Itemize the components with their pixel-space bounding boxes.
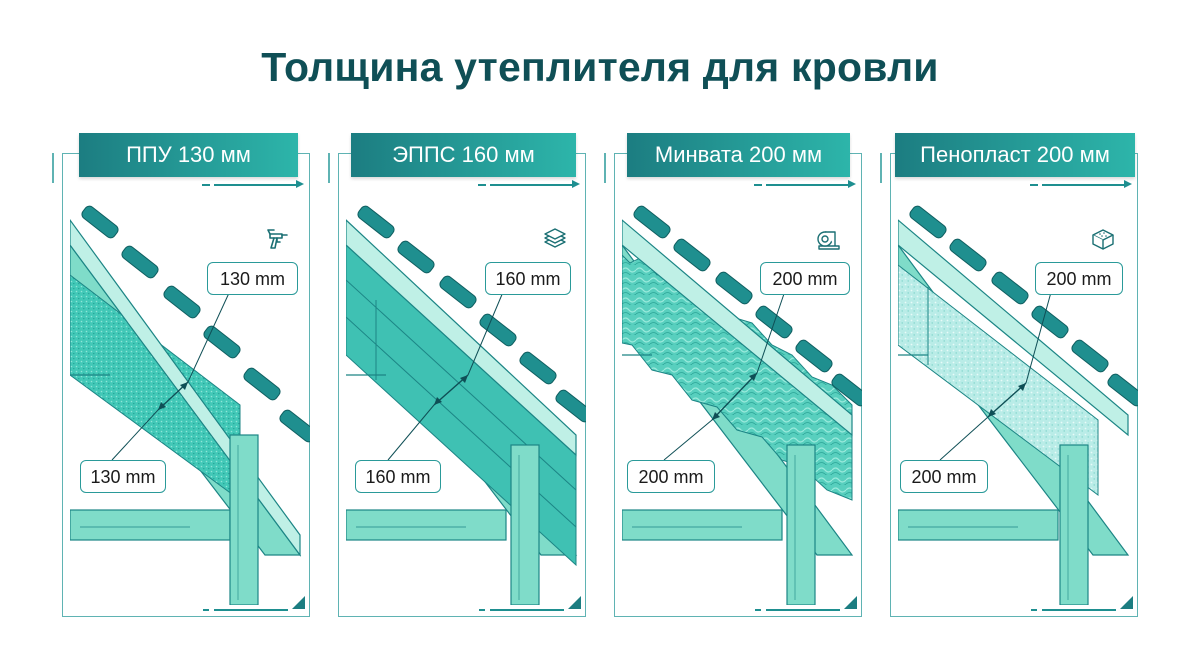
dimension-label-top: 130 mm bbox=[207, 262, 298, 295]
frame-tick bbox=[880, 153, 882, 183]
bottom-stub bbox=[203, 609, 209, 611]
bottom-stub bbox=[755, 609, 761, 611]
bottom-stub bbox=[479, 609, 485, 611]
corner-triangle-icon bbox=[568, 596, 581, 609]
arrow-right-icon bbox=[490, 181, 580, 187]
panel-label: Пенопласт 200 мм bbox=[895, 133, 1135, 177]
bottom-line bbox=[214, 609, 288, 611]
stacked-boards-icon bbox=[544, 228, 566, 248]
bottom-line bbox=[490, 609, 564, 611]
roof-scene bbox=[898, 205, 1138, 605]
bottom-line bbox=[1042, 609, 1116, 611]
roof-scene bbox=[70, 205, 310, 605]
corner-triangle-icon bbox=[1120, 596, 1133, 609]
arrow-stub bbox=[1030, 184, 1038, 186]
panel-label: ЭППС 160 мм bbox=[351, 133, 576, 177]
frame-tick bbox=[328, 153, 330, 183]
roof-illustration bbox=[622, 205, 862, 605]
bottom-stub bbox=[1031, 609, 1037, 611]
roll-icon bbox=[817, 231, 840, 250]
panel-label: ППУ 130 мм bbox=[79, 133, 298, 177]
panel-label: Минвата 200 мм bbox=[627, 133, 850, 177]
spray-gun-icon bbox=[267, 229, 288, 249]
arrow-right-icon bbox=[766, 181, 856, 187]
corner-triangle-icon bbox=[292, 596, 305, 609]
dimension-label-bottom: 160 mm bbox=[355, 460, 441, 493]
dimension-label-bottom: 130 mm bbox=[80, 460, 166, 493]
bottom-line bbox=[766, 609, 840, 611]
page-title: Толщина утеплителя для кровли bbox=[261, 44, 939, 90]
frame-tick bbox=[604, 153, 606, 183]
arrow-stub bbox=[754, 184, 762, 186]
arrow-stub bbox=[202, 184, 210, 186]
roof-illustration bbox=[70, 205, 310, 605]
arrow-right-icon bbox=[214, 181, 304, 187]
frame-tick bbox=[52, 153, 54, 183]
roof-scene bbox=[346, 205, 586, 605]
roof-scene bbox=[622, 205, 862, 605]
dimension-label-top: 160 mm bbox=[485, 262, 571, 295]
dimension-label-bottom: 200 mm bbox=[900, 460, 988, 493]
roof-illustration bbox=[898, 205, 1138, 605]
dimension-label-top: 200 mm bbox=[1035, 262, 1123, 295]
dimension-label-bottom: 200 mm bbox=[627, 460, 715, 493]
arrow-stub bbox=[478, 184, 486, 186]
dimension-label-top: 200 mm bbox=[760, 262, 850, 295]
foam-block-icon bbox=[1092, 229, 1114, 250]
corner-triangle-icon bbox=[844, 596, 857, 609]
arrow-right-icon bbox=[1042, 181, 1132, 187]
roof-illustration bbox=[346, 205, 586, 605]
